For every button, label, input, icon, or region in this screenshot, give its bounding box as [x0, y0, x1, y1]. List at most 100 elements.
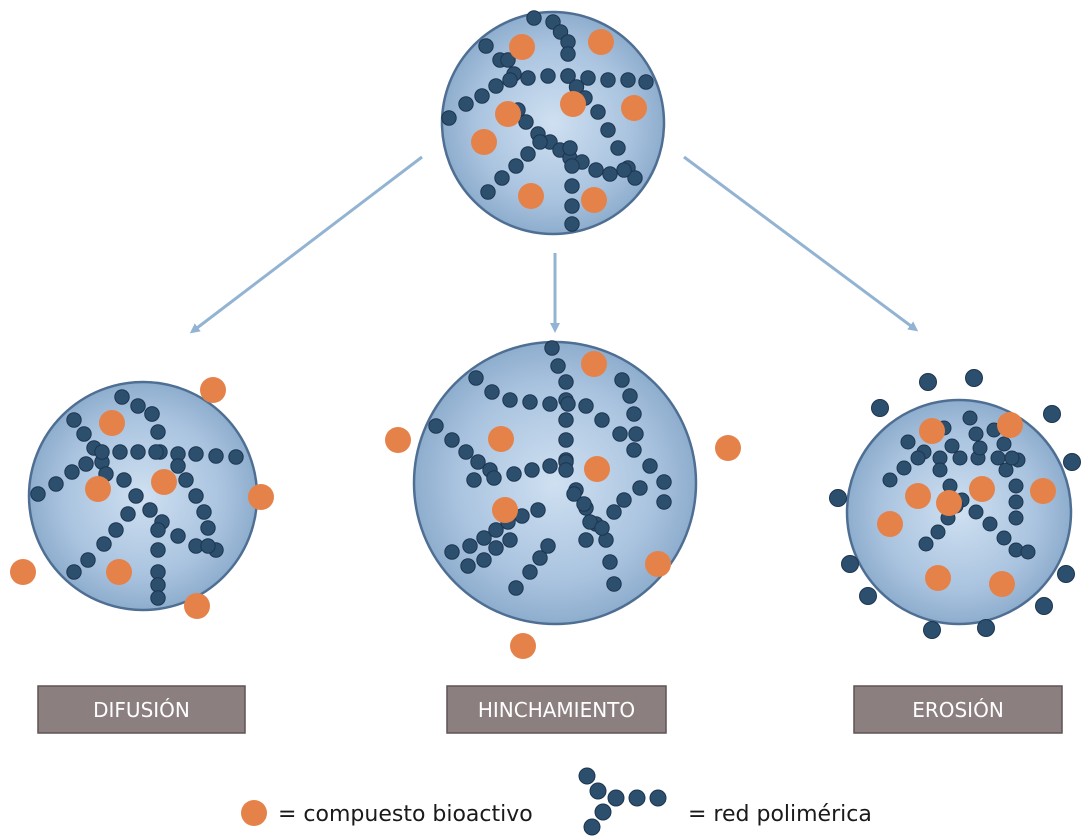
polymer-fragment [977, 619, 995, 637]
polymer-bead [620, 72, 636, 88]
polymer-network-initial [441, 10, 654, 232]
polymer-bead [562, 140, 578, 156]
polymer-bead [458, 444, 474, 460]
polymer-bead [178, 472, 194, 488]
polymer-bead [540, 538, 556, 554]
legend-bioactive-swatch [241, 800, 267, 826]
polymer-bead [130, 444, 146, 460]
polymer-bead [458, 96, 474, 112]
polymer-bead [474, 88, 490, 104]
polymer-bead [142, 502, 158, 518]
polymer-bead [962, 410, 978, 426]
polymer-bead [972, 440, 988, 456]
polymer-bead [120, 506, 136, 522]
polymer-fragment [829, 489, 847, 507]
polymer-bead [488, 522, 504, 538]
polymer-bead [228, 449, 244, 465]
polymer-fragment [1043, 405, 1061, 423]
bioactive-particle [877, 511, 903, 537]
polymer-bead [96, 536, 112, 552]
legend-bioactive-text: = compuesto bioactivo [278, 802, 533, 827]
polymer-bead [66, 412, 82, 428]
polymer-bead [488, 540, 504, 556]
polymer-bead [932, 462, 948, 478]
polymer-bead [564, 216, 580, 232]
polymer-bead [150, 542, 166, 558]
polymer-bead [580, 70, 596, 86]
polymer-bead [656, 494, 672, 510]
legend-network-bead [649, 789, 667, 807]
polymer-bead [612, 426, 628, 442]
polymer-bead [200, 520, 216, 536]
polymer-bead [606, 504, 622, 520]
bioactive-particle [581, 187, 607, 213]
bioactive-particle [248, 484, 274, 510]
bioactive-particle [581, 351, 607, 377]
bioactive-particle [645, 551, 671, 577]
polymer-bead [494, 170, 510, 186]
polymer-bead [488, 78, 504, 94]
legend-network-swatch [578, 767, 667, 836]
bioactive-particle [560, 91, 586, 117]
polymer-network-diffusion [30, 389, 244, 606]
polymer-bead [486, 470, 502, 486]
polymer-bead [566, 486, 582, 502]
bioactive-particle [1030, 478, 1056, 504]
polymer-bead [564, 178, 580, 194]
polymer-bead [520, 70, 536, 86]
polymer-bead [588, 162, 604, 178]
bioactive-particle [989, 571, 1015, 597]
polymer-bead [628, 426, 644, 442]
polymer-bead [600, 72, 616, 88]
polymer-bead [76, 426, 92, 442]
polymer-bead [594, 520, 610, 536]
arrows [189, 155, 919, 334]
polymer-fragment [1057, 565, 1075, 583]
polymer-fragment [1035, 597, 1053, 615]
legend-network-bead [607, 789, 625, 807]
polymer-bead [80, 552, 96, 568]
polymer-bead [522, 394, 538, 410]
polymer-bead [522, 564, 538, 580]
polymer-bead [66, 564, 82, 580]
bioactive-particle [969, 476, 995, 502]
polymer-bead [441, 110, 457, 126]
legend-network-bead [628, 789, 646, 807]
polymer-bead [200, 538, 216, 554]
polymer-bead [900, 434, 916, 450]
polymer-bead [968, 426, 984, 442]
polymer-bead [208, 448, 224, 464]
polymer-bead [544, 340, 560, 356]
arrow-to-erosion [683, 155, 919, 332]
polymer-bead [170, 458, 186, 474]
svg-text:DIFUSIÓN: DIFUSIÓN [93, 698, 190, 722]
polymer-bead [530, 502, 546, 518]
polymer-bead [128, 488, 144, 504]
polymer-bead [444, 544, 460, 560]
bioactive-particle [588, 29, 614, 55]
polymer-bead [616, 492, 632, 508]
polymer-bead [606, 576, 622, 592]
bioactive-particle [997, 412, 1023, 438]
label-diffusion: DIFUSIÓN [37, 685, 246, 734]
bioactive-particle [492, 497, 518, 523]
polymer-bead [64, 464, 80, 480]
polymer-bead [626, 406, 642, 422]
sphere-swelling [412, 340, 698, 626]
polymer-bead [558, 412, 574, 428]
polymer-bead [478, 38, 494, 54]
polymer-bead [130, 398, 146, 414]
bioactive-particle [715, 435, 741, 461]
polymer-bead [968, 504, 984, 520]
polymer-bead [578, 398, 594, 414]
polymer-fragment [859, 587, 877, 605]
polymer-bead [520, 146, 536, 162]
polymer-bead [996, 436, 1012, 452]
bioactive-particle [200, 377, 226, 403]
svg-text:EROSIÓN: EROSIÓN [912, 698, 1004, 722]
polymer-bead [542, 458, 558, 474]
polymer-bead [600, 122, 616, 138]
legend-network-bead [583, 818, 601, 836]
legend: = compuesto bioactivo = red polimérica [241, 767, 872, 836]
